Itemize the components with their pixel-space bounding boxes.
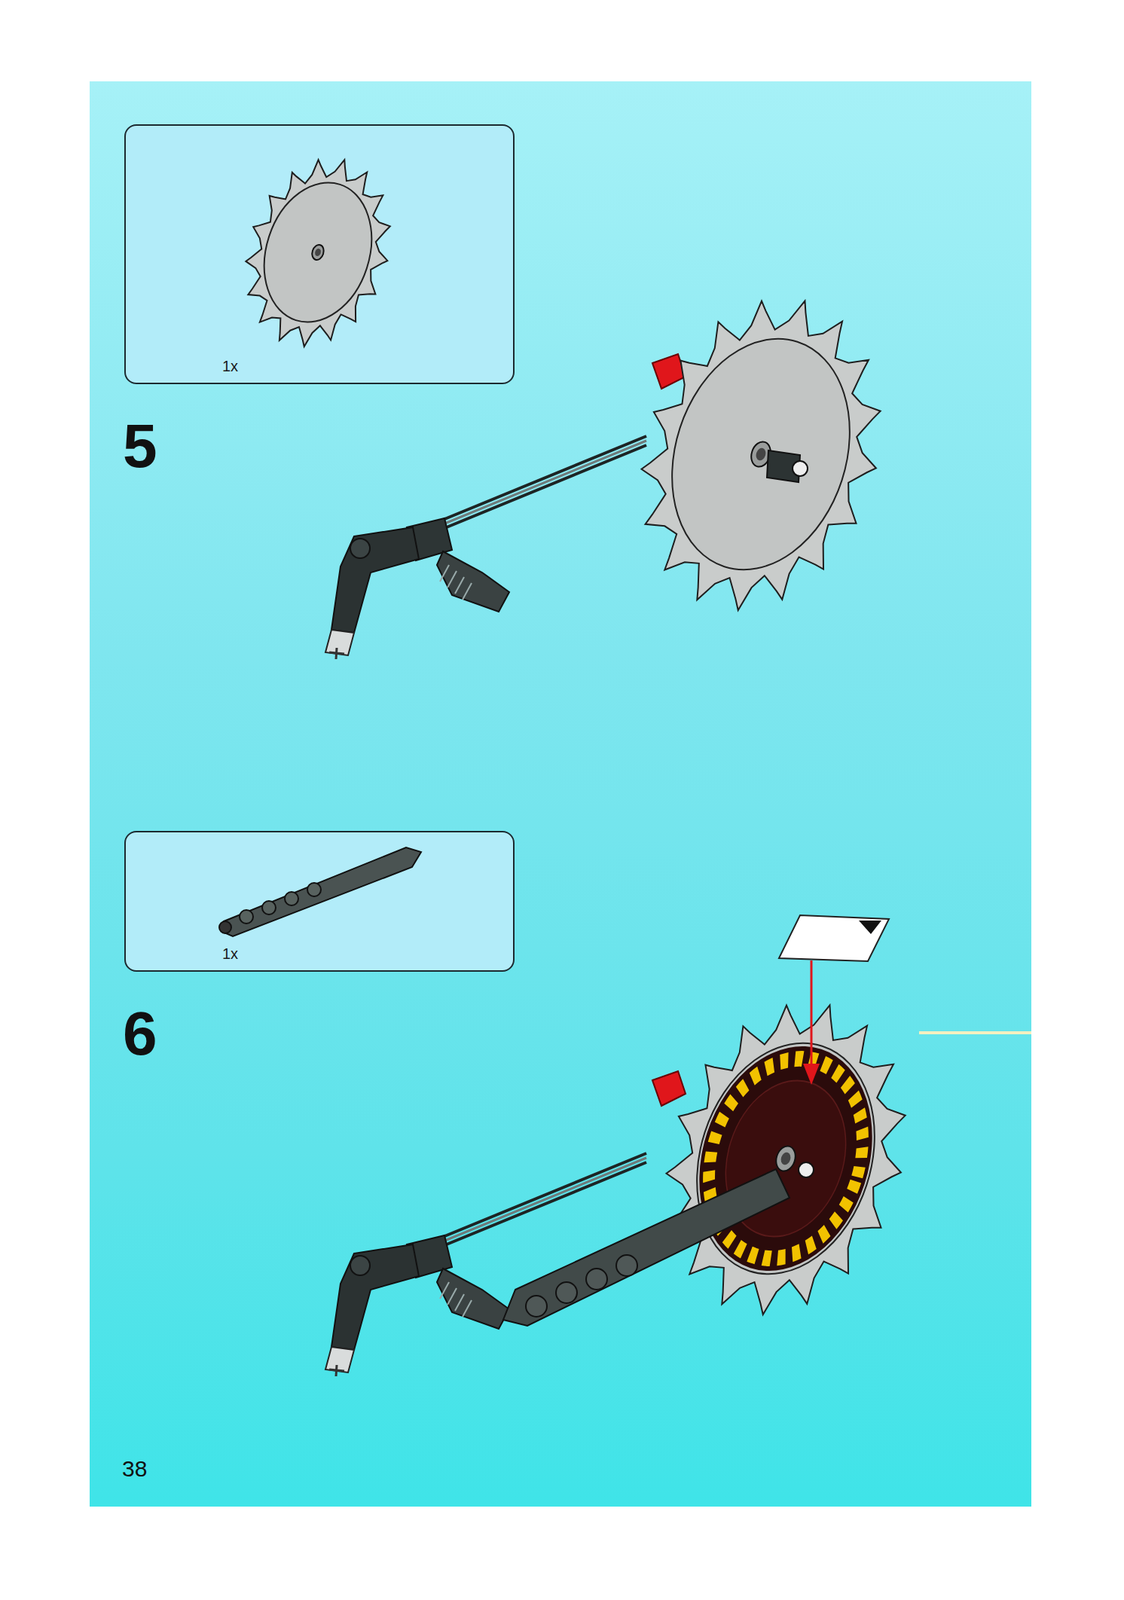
hinge-rib	[439, 565, 449, 582]
hinge-piece	[436, 1268, 510, 1329]
hinge-rib	[462, 1300, 472, 1317]
quantity-label: 1x	[222, 945, 239, 963]
saw-rim	[668, 1020, 904, 1298]
sticker	[671, 1023, 900, 1294]
plate-stud	[307, 882, 321, 897]
hinge-piece	[436, 551, 510, 612]
angle-connector	[331, 1244, 419, 1351]
saw-hole	[779, 1151, 793, 1167]
step-number: 5	[122, 410, 158, 482]
page-marker	[919, 1031, 1032, 1035]
pin-hole	[350, 1255, 370, 1276]
axle-pin	[798, 1162, 814, 1178]
saw-hub	[772, 1143, 799, 1174]
red-bush	[652, 1071, 686, 1106]
hinge-rib	[447, 571, 457, 588]
plate-stud	[525, 1295, 547, 1317]
step-assembly	[325, 1071, 686, 1377]
plate-stud	[262, 901, 276, 915]
saw-hole	[314, 247, 322, 257]
axle-pin	[792, 461, 808, 477]
hinge-rib	[462, 583, 472, 600]
saw-rim	[247, 168, 389, 336]
sticker-corner	[858, 920, 882, 935]
axle	[439, 1153, 647, 1239]
parts-callout: 1x	[124, 830, 515, 972]
sticker-sheet	[778, 915, 889, 962]
step-number: 6	[122, 998, 158, 1070]
hinge-rib	[447, 1288, 457, 1305]
axle	[439, 1157, 647, 1244]
parts-callout: 1x	[124, 124, 515, 385]
hinge-rib	[439, 1282, 449, 1299]
pin-hole	[350, 538, 370, 559]
axle	[439, 445, 647, 531]
sticker-arrow	[810, 960, 813, 1070]
saw-blade	[602, 266, 919, 640]
saw-teeth	[222, 139, 413, 365]
hinge-rib	[455, 577, 465, 594]
part-picture	[125, 832, 514, 971]
axle	[439, 1162, 647, 1248]
hinge-end	[219, 921, 232, 934]
axle	[439, 436, 647, 522]
sticker-stripes	[684, 1038, 888, 1279]
saw-hub	[310, 243, 326, 262]
plate-stud	[555, 1282, 578, 1304]
axle	[439, 440, 647, 526]
plate-stud	[239, 910, 254, 924]
plate-stud	[284, 891, 299, 906]
plate-stud	[586, 1268, 608, 1290]
saw-blade	[627, 971, 944, 1344]
page-number: 38	[122, 1456, 147, 1482]
angle-connector	[331, 527, 419, 633]
axle-cross	[329, 647, 345, 660]
part-picture	[125, 125, 514, 383]
hinge-rib	[455, 1294, 465, 1311]
saw-hole	[754, 446, 768, 462]
plate-stud	[616, 1255, 638, 1277]
quantity-label: 1x	[222, 357, 239, 376]
plate	[222, 847, 422, 937]
arrow-head	[803, 1063, 820, 1085]
step-assembly	[325, 354, 686, 660]
saw-blade	[222, 139, 413, 365]
red-bush	[652, 354, 686, 389]
axle-cross	[329, 1365, 345, 1377]
saw-rim	[643, 315, 879, 593]
saw-teeth	[602, 266, 919, 640]
saw-teeth	[627, 971, 944, 1344]
plate	[503, 1169, 790, 1326]
